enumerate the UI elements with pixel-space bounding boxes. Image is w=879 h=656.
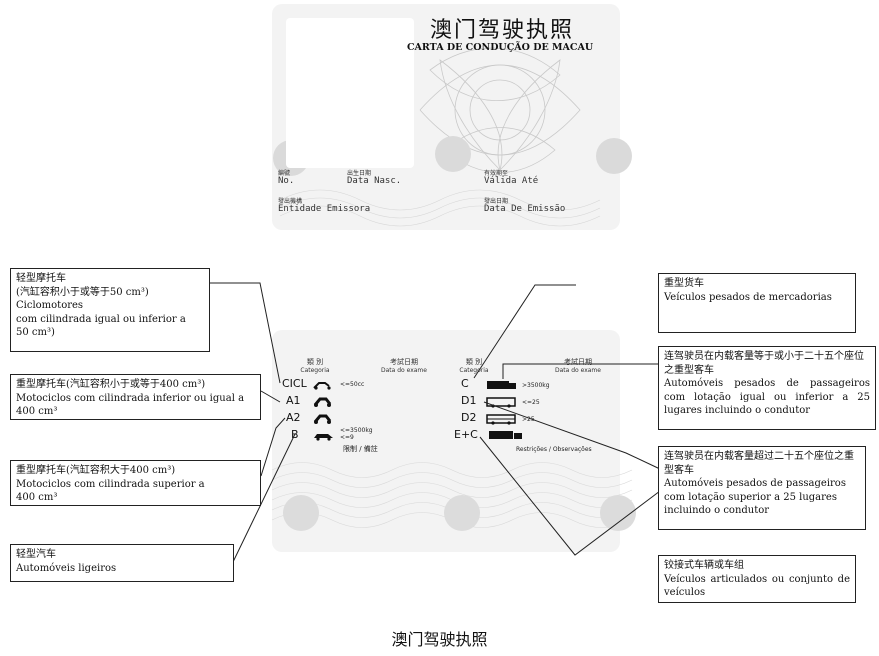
restrictions-zh: 限制 / 備註 — [343, 445, 378, 453]
category-d1: D1 — [461, 394, 477, 407]
d2-limit: >25 — [522, 416, 535, 423]
category-d2: D2 — [461, 411, 477, 424]
heavy-motorcycle-icon — [313, 414, 332, 424]
callout-b: 轻型汽车 Automóveis ligeiros — [10, 544, 234, 582]
restrictions-pt: Restrições / Observações — [516, 446, 592, 453]
field-no-zh: 編號 — [278, 170, 291, 177]
bus-icon — [486, 414, 516, 425]
field-issue-date-zh: 發出日期 — [484, 198, 509, 205]
cicl-limit: <=50cc — [340, 381, 365, 388]
callout-a2: 重型摩托车(汽缸容积大于400 cm³) Motociclos com cili… — [10, 460, 261, 506]
b-limit-weight: <=3500kg — [340, 427, 373, 434]
car-icon — [314, 434, 333, 441]
category-a1: A1 — [286, 394, 301, 407]
card-title-zh: 澳门驾驶执照 — [430, 18, 575, 43]
callout-c: 重型货车 Veículos pesados de mercadorias — [658, 273, 856, 333]
field-valid-pt: Válida Até — [484, 176, 539, 186]
callout-ec: 铰接式车辆或车组 Veículos articulados ou conjunt… — [658, 555, 856, 603]
b-limit-seats: <=9 — [340, 434, 354, 441]
col-header-exam-left: 考試日期 Data do exame — [381, 358, 427, 374]
photo-area — [286, 18, 414, 168]
callout-d1: 连驾驶员在内载客量等于或小于二十五个座位之重型客车 Automóveis pes… — [658, 346, 876, 430]
field-no-pt: No. — [278, 176, 295, 186]
callout-a1: 重型摩托车(汽缸容积小于或等于400 cm³) Motociclos com c… — [10, 374, 261, 420]
col-header-category-left: 類 別 Categoria — [300, 358, 330, 374]
callout-d2: 连驾驶员在内载客量超过二十五个座位之重型客车 Automóveis pesado… — [658, 446, 866, 530]
field-dob-zh: 出生日期 — [347, 170, 372, 177]
c-limit: >3500kg — [522, 382, 550, 389]
category-a2: A2 — [286, 411, 301, 424]
col-header-exam-right: 考試日期 Data do exame — [555, 358, 601, 374]
callout-cicl: 轻型摩托车 (汽缸容积小于或等于50 cm³) Ciclomotores com… — [10, 268, 210, 352]
motorcycle-icon — [313, 397, 332, 407]
field-valid-zh: 有效期至 — [484, 170, 509, 177]
moped-icon — [313, 382, 331, 390]
truck-icon — [487, 381, 516, 389]
field-issuer-zh: 發出機構 — [278, 198, 303, 205]
category-c: C — [461, 377, 469, 390]
field-issue-date-pt: Data De Emissão — [484, 204, 566, 214]
category-cicl: CICL — [282, 377, 307, 390]
d1-limit: <=25 — [522, 399, 540, 406]
field-issuer-pt: Entidade Emissora — [278, 204, 371, 214]
articulated-truck-icon — [489, 431, 522, 439]
figure-caption: 澳门驾驶执照 — [391, 630, 488, 649]
category-ec: E+C — [454, 428, 478, 441]
field-dob-pt: Data Nasc. — [347, 176, 402, 186]
col-header-category-right: 類 別 Categoria — [459, 358, 489, 374]
card-title-pt: CARTA DE CONDUÇÃO DE MACAU — [407, 42, 594, 53]
